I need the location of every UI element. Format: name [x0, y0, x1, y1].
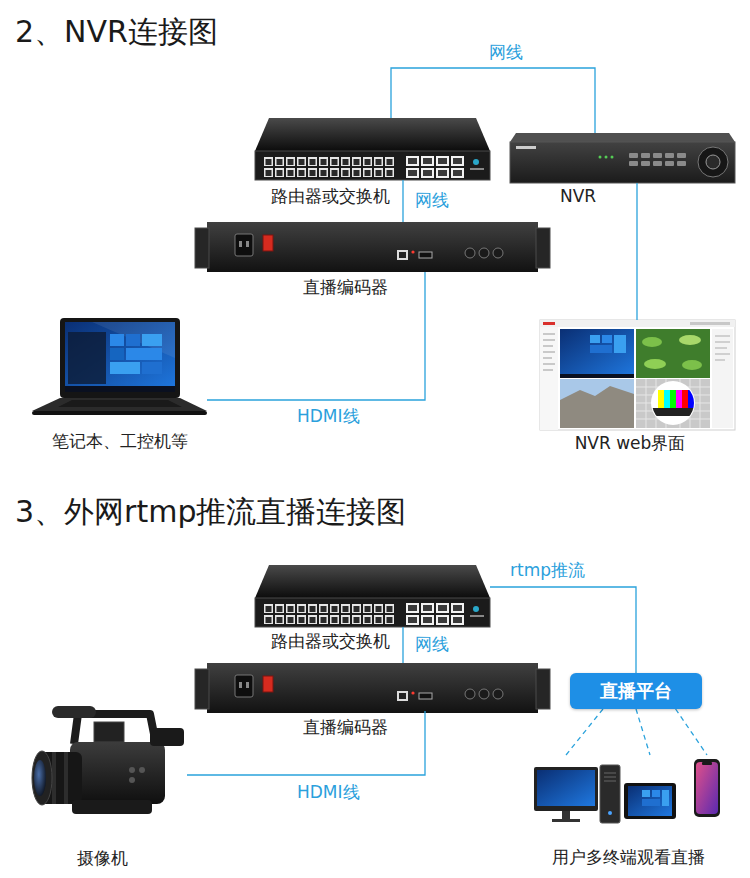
- connector-line: [402, 180, 403, 222]
- device-caption: NVR web界面: [575, 432, 686, 454]
- connector-line: [207, 272, 425, 400]
- nvr-illustration: [510, 133, 735, 183]
- device-caption: 笔记本、工控机等: [52, 430, 188, 452]
- edge-label: 网线: [413, 634, 451, 654]
- connector-line: [490, 587, 636, 673]
- router-switch: 路由器或交换机: [255, 565, 490, 627]
- switch-illustration: [255, 565, 490, 627]
- router-switch: 路由器或交换机: [255, 118, 490, 180]
- terminal-group: 用户多终端观看直播: [530, 755, 740, 825]
- nvr-device: NVR: [510, 133, 735, 183]
- connector-line: [566, 709, 707, 755]
- camera-illustration: [32, 706, 184, 814]
- encoder-device: 直播编码器: [195, 663, 550, 711]
- edge-label: 网线: [487, 42, 525, 62]
- web-screenshot: NVR web界面: [540, 320, 735, 430]
- connector-line: [391, 68, 595, 133]
- connector-line: [636, 183, 637, 320]
- encoder-device: 直播编码器: [195, 222, 550, 272]
- encoder-illustration: [195, 663, 550, 713]
- connector-line: [402, 627, 403, 663]
- edge-label: rtmp推流: [508, 560, 587, 580]
- edge-label: HDMI线: [295, 406, 362, 426]
- edge-label: HDMI线: [295, 782, 362, 802]
- box-label: 直播平台: [600, 680, 672, 702]
- device-caption: 摄像机: [77, 847, 128, 869]
- device-caption: NVR: [560, 185, 596, 207]
- camera-device: 摄像机: [32, 700, 187, 835]
- section-heading: 3、外网rtmp推流直播连接图: [15, 494, 406, 530]
- platform-box: 直播平台: [570, 673, 702, 709]
- device-caption: 直播编码器: [303, 716, 388, 738]
- device-caption: 直播编码器: [303, 276, 388, 298]
- laptop-device: 笔记本、工控机等: [32, 318, 207, 418]
- web-ui-illustration: [540, 320, 735, 430]
- encoder-illustration: [195, 222, 550, 272]
- device-caption: 用户多终端观看直播: [552, 846, 705, 868]
- edge-label: 网线: [413, 190, 451, 210]
- terminals-illustration: [534, 759, 720, 823]
- switch-illustration: [255, 118, 490, 180]
- laptop-illustration: [32, 318, 207, 415]
- device-caption: 路由器或交换机: [271, 630, 390, 652]
- device-caption: 路由器或交换机: [271, 185, 390, 207]
- section-heading: 2、NVR连接图: [15, 14, 218, 50]
- connector-line: [187, 711, 425, 775]
